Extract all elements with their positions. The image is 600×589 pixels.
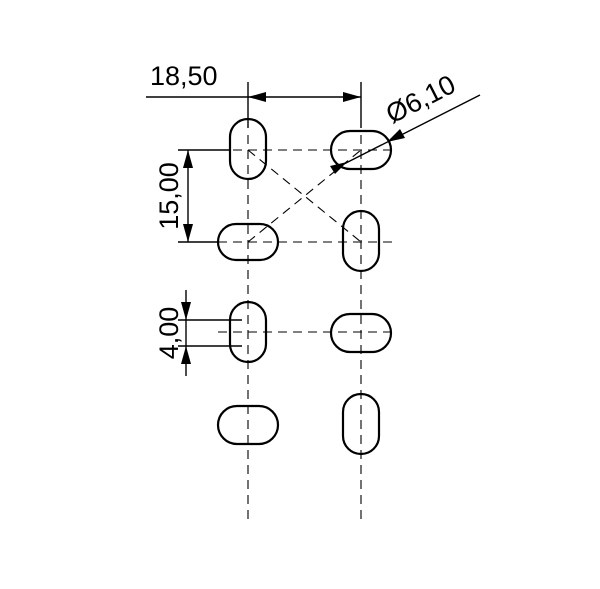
dimension-label-hole-diameter: Ø6,10 bbox=[381, 69, 460, 129]
arrowhead-left bbox=[248, 92, 266, 102]
dimension-label-horizontal-pitch: 18,50 bbox=[150, 61, 218, 91]
slot-r1-c2 bbox=[329, 129, 393, 171]
slot-r3-c2 bbox=[329, 312, 393, 354]
dimension-vertical-pitch: 15,00 bbox=[154, 149, 230, 243]
dimension-hole-diameter: Ø6,10 bbox=[330, 69, 481, 174]
arrowhead-bottom bbox=[183, 224, 193, 242]
slot-r4-c2 bbox=[341, 392, 381, 456]
dimension-slot-width: 4,00 bbox=[154, 290, 242, 376]
arrowhead-slot-bottom bbox=[181, 346, 191, 364]
center-lines bbox=[218, 135, 392, 520]
leader-line-diameter bbox=[343, 94, 481, 165]
dimension-label-vertical-pitch: 15,00 bbox=[154, 162, 184, 230]
slot-r2-c2 bbox=[341, 209, 381, 273]
arrowhead-right bbox=[343, 92, 361, 102]
slot-r4-c1 bbox=[216, 404, 280, 446]
arrowhead-diameter-outer bbox=[387, 129, 405, 142]
arrowhead-diameter-inner bbox=[330, 162, 347, 174]
slot-pattern bbox=[216, 117, 393, 456]
arrowhead-slot-top bbox=[181, 302, 191, 320]
arrowhead-top bbox=[183, 150, 193, 168]
dimension-label-slot-width: 4,00 bbox=[154, 307, 184, 360]
slot-r3-c1 bbox=[228, 300, 268, 364]
dimension-horizontal-pitch: 18,50 bbox=[146, 61, 362, 128]
